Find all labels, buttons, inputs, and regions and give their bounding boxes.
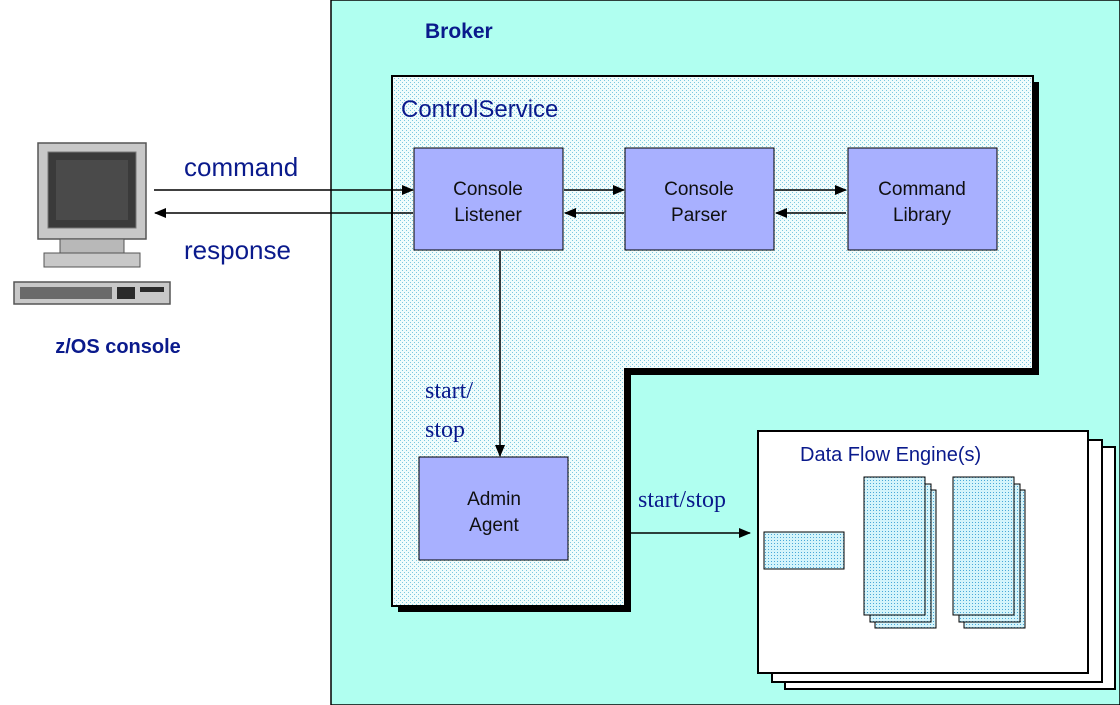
console-listener-box bbox=[413, 147, 564, 251]
dfe-label: Data Flow Engine(s) bbox=[800, 444, 981, 466]
broker-label: Broker bbox=[425, 20, 493, 43]
start-stop-vertical-line2: stop bbox=[425, 417, 465, 443]
console-parser-line1: Console bbox=[664, 179, 734, 200]
command-library-line1: Command bbox=[878, 179, 966, 200]
console-listener-line2: Listener bbox=[454, 205, 522, 226]
console-listener-line1: Console bbox=[453, 179, 523, 200]
console-parser-box bbox=[624, 147, 775, 251]
console-parser-line2: Parser bbox=[671, 205, 728, 226]
command-library-line2: Library bbox=[893, 205, 952, 226]
computer-terminal-icon bbox=[13, 142, 171, 305]
command-label: command bbox=[184, 152, 298, 182]
console-label: z/OS console bbox=[55, 336, 181, 358]
admin-agent-line1: Admin bbox=[467, 489, 521, 510]
admin-agent-box bbox=[418, 456, 569, 561]
dfe-small-block bbox=[763, 531, 845, 570]
dfe-thread-stack-2 bbox=[952, 476, 1026, 629]
start-stop-horizontal-label: start/stop bbox=[638, 487, 726, 513]
control-service-label: ControlService bbox=[401, 96, 558, 123]
response-label: response bbox=[184, 235, 291, 265]
command-library-box bbox=[847, 147, 998, 251]
admin-agent-line2: Agent bbox=[469, 515, 519, 536]
start-stop-vertical-line1: start/ bbox=[425, 378, 473, 404]
dfe-thread-stack-1 bbox=[863, 476, 937, 629]
